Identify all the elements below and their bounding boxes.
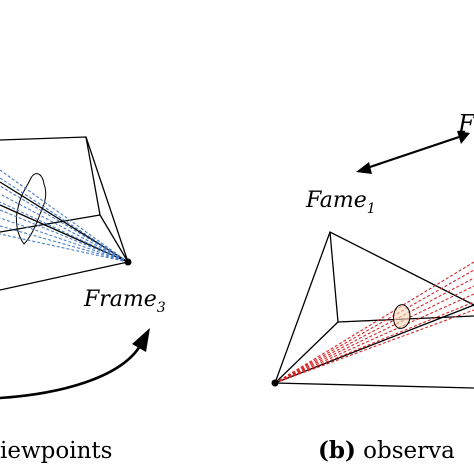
ray-right-1: [274, 261, 474, 384]
rays-left: [0, 169, 129, 263]
frame-label-left-base: Frame: [83, 287, 157, 312]
caption-right: (b) observa: [318, 437, 455, 464]
frame-label-right-base: Fame: [305, 188, 367, 213]
ray-left-8: [0, 225, 129, 263]
ray-left-7: [0, 217, 129, 263]
frame-label-right-subscript: 1: [367, 201, 376, 217]
ray-right-7: [274, 309, 474, 384]
ray-right-4: [274, 285, 474, 384]
ray-left-3: [0, 185, 129, 263]
double-arrow-line: [363, 134, 463, 171]
object-outline-left: [15, 173, 47, 245]
frame-label-right: Fame1: [305, 188, 376, 217]
camera-center-right: [271, 379, 279, 387]
right-panel: F Fame1 (b) observa: [271, 110, 474, 464]
ray-left-6: [0, 209, 129, 263]
rotation-arrow-head-icon: [132, 328, 150, 352]
caption-right-marker: (b): [318, 437, 356, 464]
rotation-arrow-curve: [0, 345, 142, 400]
frustum-right: [274, 231, 474, 389]
ray-left-2: [0, 177, 129, 263]
ray-left-4: [0, 193, 129, 263]
rays-right: [274, 261, 474, 384]
frame-label-left-subscript: 3: [157, 300, 166, 316]
ray-right-3: [274, 277, 474, 384]
ray-right-6: [274, 301, 474, 384]
ray-left-9: [0, 233, 129, 263]
cropped-frame-letter: F: [457, 110, 474, 138]
double-arrow-head-right-icon: [457, 131, 470, 144]
object-outline-right: [393, 304, 411, 329]
frame-label-left: Frame3: [83, 287, 166, 316]
left-panel: Frame3 iewpoints: [0, 136, 166, 464]
ray-right-2: [274, 269, 474, 384]
camera-center-left: [124, 258, 132, 266]
double-arrow-head-left-icon: [356, 162, 372, 174]
ray-right-5: [274, 293, 474, 384]
caption-right-text: observa: [356, 438, 455, 464]
frustum-left: [0, 136, 129, 291]
caption-left: iewpoints: [0, 438, 112, 464]
ray-left-5: [0, 201, 129, 263]
ray-left-1: [0, 169, 129, 263]
